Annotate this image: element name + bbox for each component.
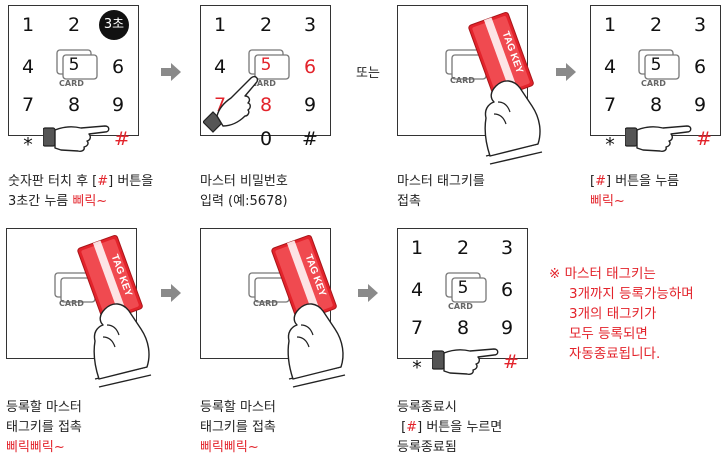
step5-caption: 등록할 마스터 태그키를 접촉 삐릭삐릭~: [6, 400, 82, 455]
step6-caption: 등록할 마스터 태그키를 접촉 삐릭삐릭~: [200, 400, 276, 455]
key-2: 2: [649, 14, 663, 36]
key-7: 7: [410, 317, 424, 339]
key-5: 5: [457, 278, 469, 298]
key-3: 3: [693, 14, 707, 36]
three-second-badge: 3초: [99, 10, 129, 40]
key-6: 6: [303, 56, 317, 78]
tag-panel-step6: CARD: [200, 228, 346, 388]
card-label: CARD: [59, 79, 84, 88]
key-6: 6: [693, 56, 707, 78]
key-hash: #: [302, 128, 318, 150]
arrow-right-icon: [358, 284, 378, 302]
key-4: 4: [21, 56, 35, 78]
key-7: 7: [21, 94, 35, 116]
key-3: 3: [303, 14, 317, 36]
keypad-panel-step1: 1 2 3초 4 5 6 CARD 7 8 9 ⁎ #: [8, 5, 139, 152]
key-4: 4: [213, 56, 227, 78]
key-8: 8: [259, 94, 273, 116]
pointing-hand-icon: [432, 348, 499, 375]
key-9: 9: [500, 317, 514, 339]
key-4: 4: [410, 279, 424, 301]
key-star: ⁎: [605, 128, 615, 150]
key-8: 8: [456, 317, 470, 339]
tag-key-hand-icon: [76, 233, 152, 388]
key-1: 1: [21, 14, 35, 36]
key-hash: #: [114, 128, 130, 150]
key-7: 7: [603, 94, 617, 116]
pointing-hand-icon: [625, 125, 692, 152]
key-5: 5: [650, 55, 662, 75]
or-label: 또는: [356, 66, 380, 81]
arrow-right-icon: [556, 63, 576, 81]
pointing-hand-icon: [43, 125, 110, 152]
step7-caption: 등록종료시 [#] 버튼을 누르면 등록종료됨: [397, 400, 503, 455]
card-label: CARD: [448, 302, 473, 311]
key-8: 8: [67, 94, 81, 116]
key-2: 2: [259, 14, 273, 36]
key-hash: #: [503, 351, 519, 373]
key-5: 5: [260, 55, 272, 75]
tag-key-hand-icon: [270, 233, 346, 388]
key-star: ⁎: [412, 351, 422, 373]
step2-caption: 마스터 비밀번호 입력 (예:5678): [200, 174, 288, 209]
key-2: 2: [67, 14, 81, 36]
card-label: CARD: [641, 79, 666, 88]
key-5: 5: [68, 55, 80, 75]
key-9: 9: [111, 94, 125, 116]
key-9: 9: [693, 94, 707, 116]
key-9: 9: [303, 94, 317, 116]
keypad-panel-step4: 1 2 3 4 5 6 CARD 7 8 9 ⁎ #: [590, 5, 721, 152]
registration-note: ※ 마스터 태그키는 3개까지 등록가능하며 3개의 태그키가 모두 등록되면 …: [549, 266, 694, 362]
key-star: ⁎: [23, 128, 33, 150]
key-1: 1: [213, 14, 227, 36]
tag-panel-step5: CARD: [6, 228, 152, 388]
step3-caption: 마스터 태그키를 접촉: [397, 174, 485, 209]
card-label: CARD: [253, 299, 278, 308]
key-1: 1: [410, 237, 424, 259]
key-1: 1: [603, 14, 617, 36]
key-6: 6: [500, 279, 514, 301]
tag-panel-step3: CARD: [397, 5, 543, 165]
step4-caption: [#] 버튼을 누름 삐릭~: [590, 174, 680, 209]
key-4: 4: [603, 56, 617, 78]
tag-key-hand-icon: [467, 10, 543, 165]
key-0: 0: [259, 128, 273, 150]
card-label: CARD: [450, 76, 475, 85]
step1-caption: 숫자판 터치 후 [#] 버튼을 3초간 누름 삐릭~: [8, 174, 154, 209]
arrow-right-icon: [161, 284, 181, 302]
keypad-panel-step7: 1 2 3 4 5 6 CARD 7 8 9 ⁎ #: [397, 228, 528, 375]
key-6: 6: [111, 56, 125, 78]
pointing-hand-icon: [203, 75, 259, 133]
key-hash: #: [696, 128, 712, 150]
arrow-right-icon: [161, 63, 181, 81]
keypad-panel-step2: 1 2 3 4 5 6 CARD 7 8 9 0 #: [200, 5, 331, 150]
key-2: 2: [456, 237, 470, 259]
card-label: CARD: [251, 79, 276, 88]
key-3: 3: [500, 237, 514, 259]
card-label: CARD: [59, 299, 84, 308]
key-8: 8: [649, 94, 663, 116]
